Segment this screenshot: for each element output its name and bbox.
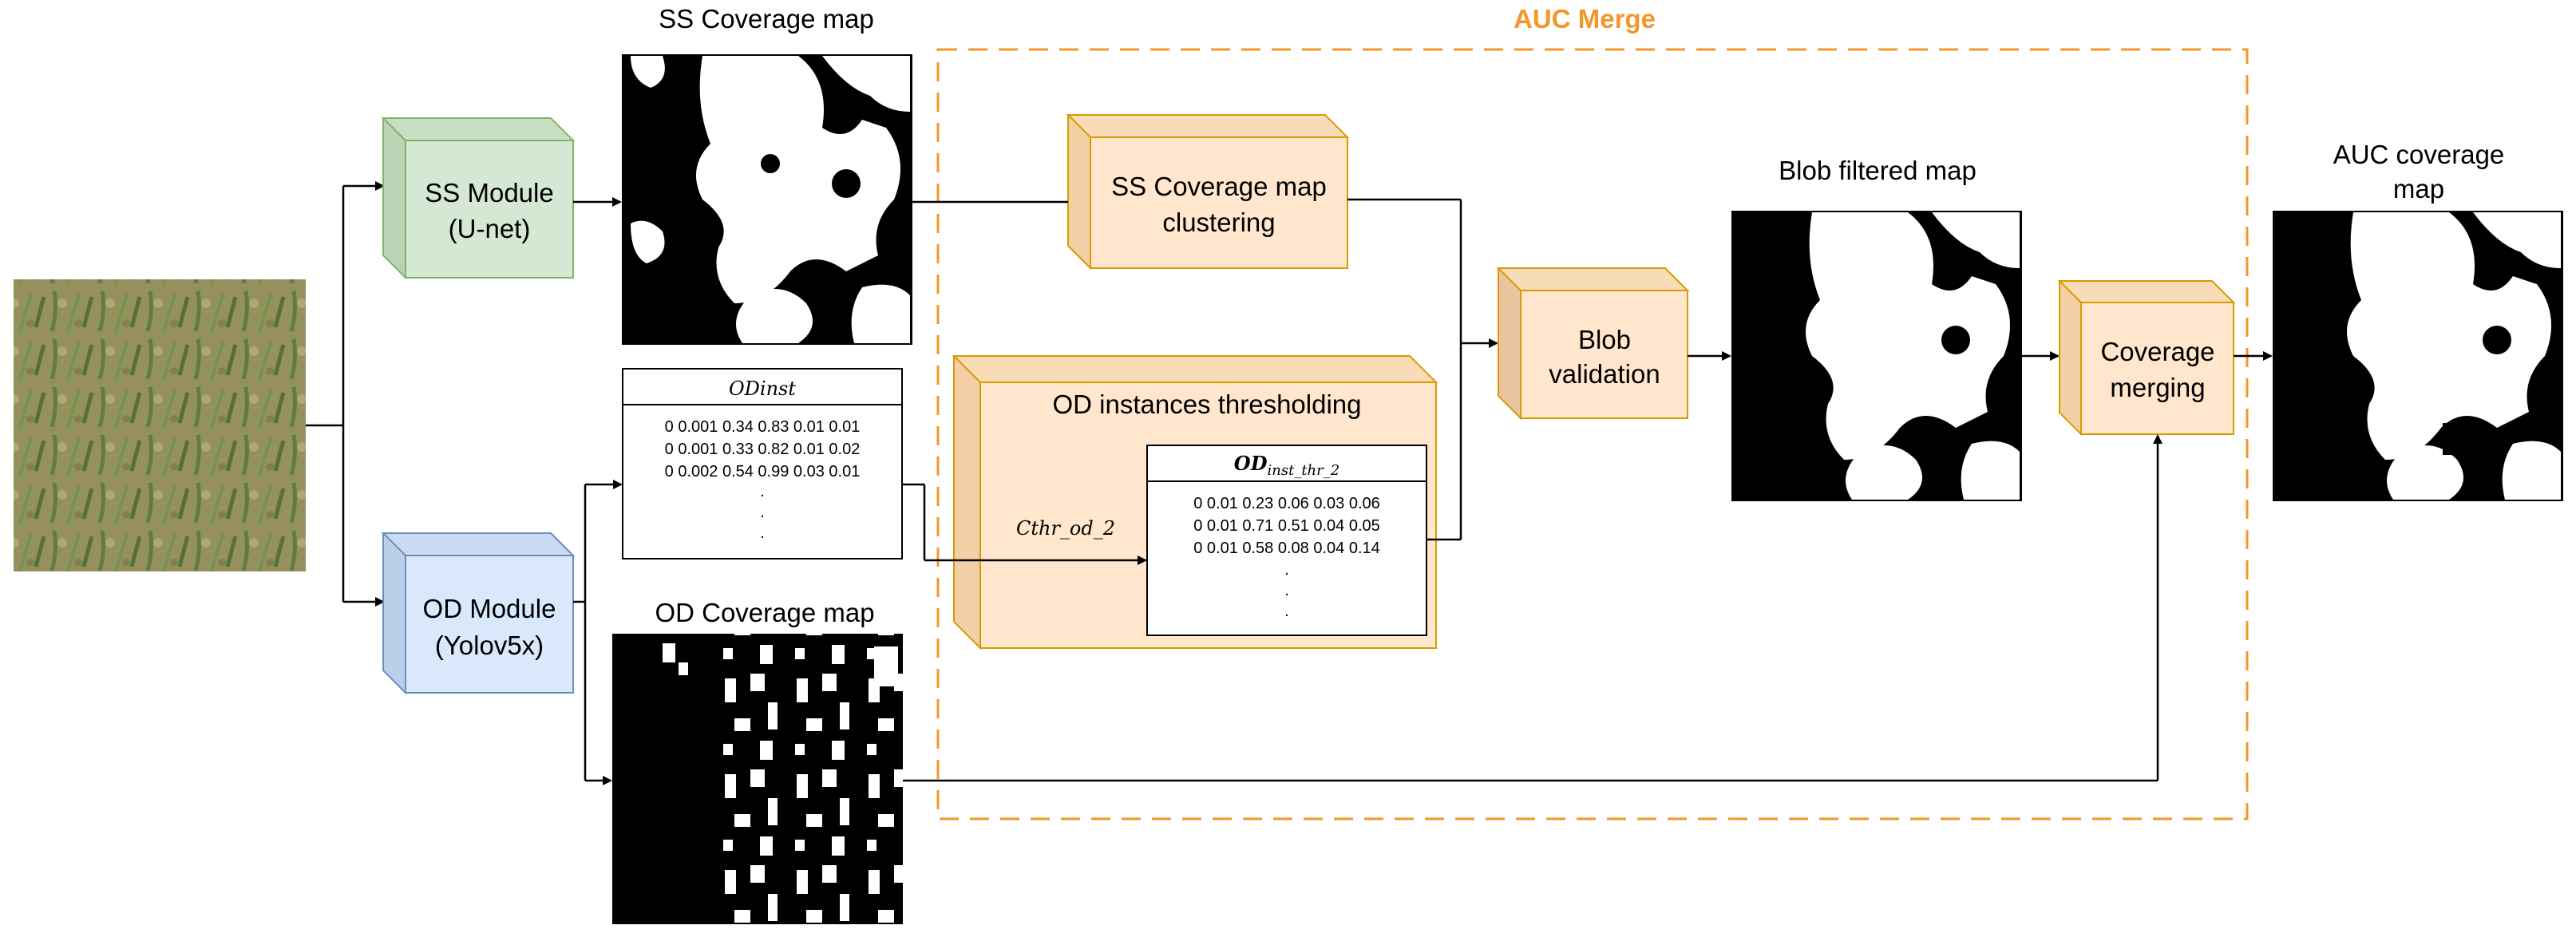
odinst-header: ODinst <box>729 378 796 400</box>
threshold-label: Cthr_od_2 <box>1016 517 1115 540</box>
auc-merge-title: AUC Merge <box>1514 4 1656 34</box>
svg-text:ODinst_thr_2: ODinst_thr_2 <box>1234 452 1339 479</box>
odinst-ellipsis-3: . <box>760 524 765 542</box>
auc-coverage-map-title: AUC coverage <box>2333 140 2505 169</box>
auc-coverage-map-image <box>2273 211 2563 501</box>
ss-clustering-sublabel: clustering <box>1162 208 1275 237</box>
od-thr-ellipsis-1: . <box>1284 561 1289 579</box>
odinst-row-1: 0 0.001 0.34 0.83 0.01 0.01 <box>665 418 861 436</box>
odinst-to-threshold-connector <box>902 483 1147 565</box>
blob-validation-block: Blob validation <box>1496 267 1690 421</box>
input-seagrass-image <box>14 279 306 571</box>
od-module-sublabel: (Yolov5x) <box>435 631 544 660</box>
blob-filtered-map-image <box>1731 211 2022 501</box>
input-connectors <box>306 181 385 607</box>
od-thr-row-2: 0 0.01 0.71 0.51 0.04 0.05 <box>1193 517 1380 535</box>
to-blob-validation-connectors <box>1347 198 1498 541</box>
od-map-to-merging-connector <box>903 434 2162 782</box>
od-thr-header-sub: inst_thr_2 <box>1268 462 1340 479</box>
blob-validation-label: Blob <box>1578 325 1631 354</box>
od-module-block: OD Module (Yolov5x) <box>381 532 576 695</box>
odinst-row-3: 0 0.002 0.54 0.99 0.03 0.01 <box>665 463 861 480</box>
od-thresholding-label: OD instances thresholding <box>1052 389 1361 419</box>
odinst-ellipsis-1: . <box>760 483 765 500</box>
od-thr-ellipsis-2: . <box>1284 582 1289 599</box>
od-coverage-map-image <box>612 634 903 924</box>
auc-coverage-map-title-line2: map <box>2393 174 2444 204</box>
ss-module-sublabel: (U-net) <box>449 214 531 243</box>
od-module-label: OD Module <box>423 594 556 623</box>
od-thr-row-3: 0 0.01 0.58 0.08 0.04 0.14 <box>1193 540 1380 557</box>
ss-module-block: SS Module (U-net) <box>381 117 576 280</box>
coverage-merging-label: Coverage <box>2100 337 2214 366</box>
od-thr-ellipsis-3: . <box>1284 603 1289 620</box>
auc-merge-container <box>936 48 2249 820</box>
ss-coverage-map-title: SS Coverage map <box>659 4 874 34</box>
ss-clustering-label: SS Coverage map <box>1111 172 1327 201</box>
ss-coverage-map-image <box>622 54 912 345</box>
od-thr-row-1: 0 0.01 0.23 0.06 0.03 0.06 <box>1193 495 1380 512</box>
od-thr-table: ODinst_thr_2 0 0.01 0.23 0.06 0.03 0.06 … <box>1146 445 1427 636</box>
ss-module-label: SS Module <box>425 178 553 208</box>
ss-clustering-block: SS Coverage map clustering <box>1066 114 1350 271</box>
odinst-row-2: 0 0.001 0.33 0.82 0.01 0.02 <box>665 441 861 458</box>
coverage-merging-sublabel: merging <box>2110 373 2205 402</box>
od-thr-header: OD <box>1234 452 1268 475</box>
od-coverage-map-title: OD Coverage map <box>655 598 874 627</box>
odinst-table: ODinst 0 0.001 0.34 0.83 0.01 0.01 0 0.0… <box>622 368 903 559</box>
blob-filtered-map-title: Blob filtered map <box>1779 156 1977 185</box>
odinst-ellipsis-2: . <box>760 504 765 521</box>
coverage-merging-block: Coverage merging <box>2057 280 2236 437</box>
od-module-connectors <box>573 480 623 785</box>
blob-validation-sublabel: validation <box>1549 359 1660 389</box>
